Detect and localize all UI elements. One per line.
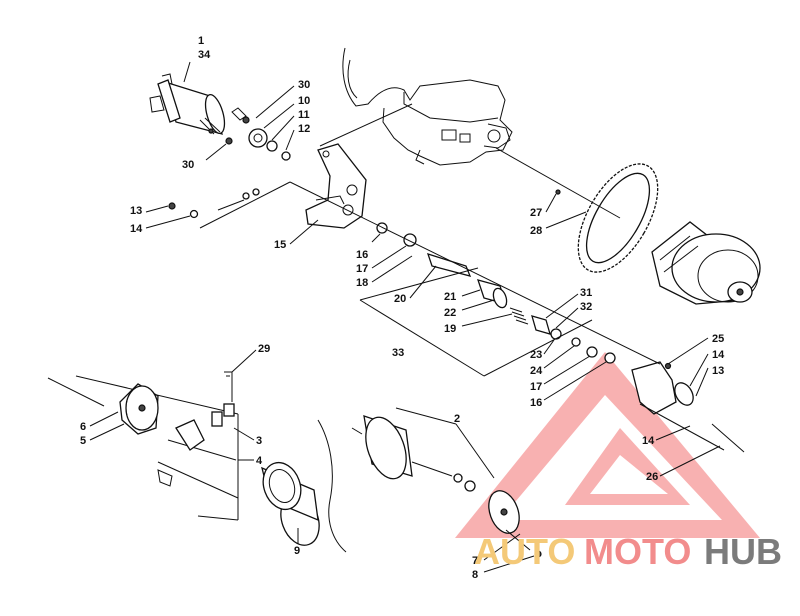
label-18: 18 (356, 277, 368, 289)
label-34: 34 (198, 49, 211, 61)
label-33: 33 (392, 347, 404, 359)
assembly-lines (75, 103, 745, 553)
label-3: 3 (256, 435, 262, 447)
label-11: 11 (298, 109, 310, 121)
label-12: 12 (298, 123, 310, 135)
drive-end-housing-drawing (488, 490, 542, 558)
label-23: 23 (530, 349, 542, 361)
watermark-moto: MOTO (584, 531, 691, 572)
label-16-top: 16 (356, 249, 368, 261)
label-29: 29 (258, 343, 270, 355)
label-14-right: 14 (712, 349, 725, 361)
watermark-text: AUTO MOTO HUB (474, 531, 782, 572)
part-labels: 1 34 30 10 11 12 30 13 14 15 27 28 16 17… (80, 35, 725, 581)
bendix-drive-drawing (376, 222, 616, 364)
starter-motor-drawing (149, 73, 247, 135)
label-7: 7 (472, 555, 478, 567)
label-9: 9 (294, 545, 300, 557)
armature-drawing (351, 415, 476, 492)
brush-plate-drawing (157, 371, 235, 487)
label-26: 26 (646, 471, 658, 483)
label-17-bottom: 17 (530, 381, 542, 393)
label-15: 15 (274, 239, 286, 251)
field-frame-drawing (261, 461, 320, 546)
label-24: 24 (530, 365, 543, 377)
watermark-hub: HUB (704, 531, 782, 572)
label-17-top: 17 (356, 263, 368, 275)
label-5: 5 (80, 435, 86, 447)
label-32: 32 (580, 301, 592, 313)
label-19: 19 (444, 323, 456, 335)
ring-gear-drawing (555, 163, 659, 273)
watermark-logo (455, 352, 760, 538)
label-20: 20 (394, 293, 406, 305)
label-21: 21 (444, 291, 456, 303)
label-31: 31 (580, 287, 592, 299)
label-27: 27 (530, 207, 542, 219)
label-30-left: 30 (182, 159, 194, 171)
bolt-drawing (168, 188, 260, 219)
end-cap-drawing (47, 377, 159, 435)
drive-clutch-drawing (651, 221, 761, 305)
label-8: 8 (472, 569, 478, 581)
label-10: 10 (298, 95, 310, 107)
label-1: 1 (198, 35, 204, 47)
engine-block-drawing (342, 47, 513, 166)
watermark-auto: AUTO (474, 531, 575, 572)
label-30-top: 30 (298, 79, 310, 91)
label-16-bottom: 16 (530, 397, 542, 409)
label-14-left: 14 (130, 223, 143, 235)
mounting-bracket-drawing (305, 143, 367, 229)
label-13-right: 13 (712, 365, 724, 377)
housing-drawing (631, 361, 694, 415)
label-6: 6 (80, 421, 86, 433)
label-25: 25 (712, 333, 724, 345)
pinion-gear-drawing (225, 116, 291, 161)
label-13-left: 13 (130, 205, 142, 217)
label-28: 28 (530, 225, 542, 237)
leader-lines (89, 61, 721, 573)
label-14-lower: 14 (642, 435, 655, 447)
label-22: 22 (444, 307, 456, 319)
label-4: 4 (256, 455, 263, 467)
label-2: 2 (454, 413, 460, 425)
